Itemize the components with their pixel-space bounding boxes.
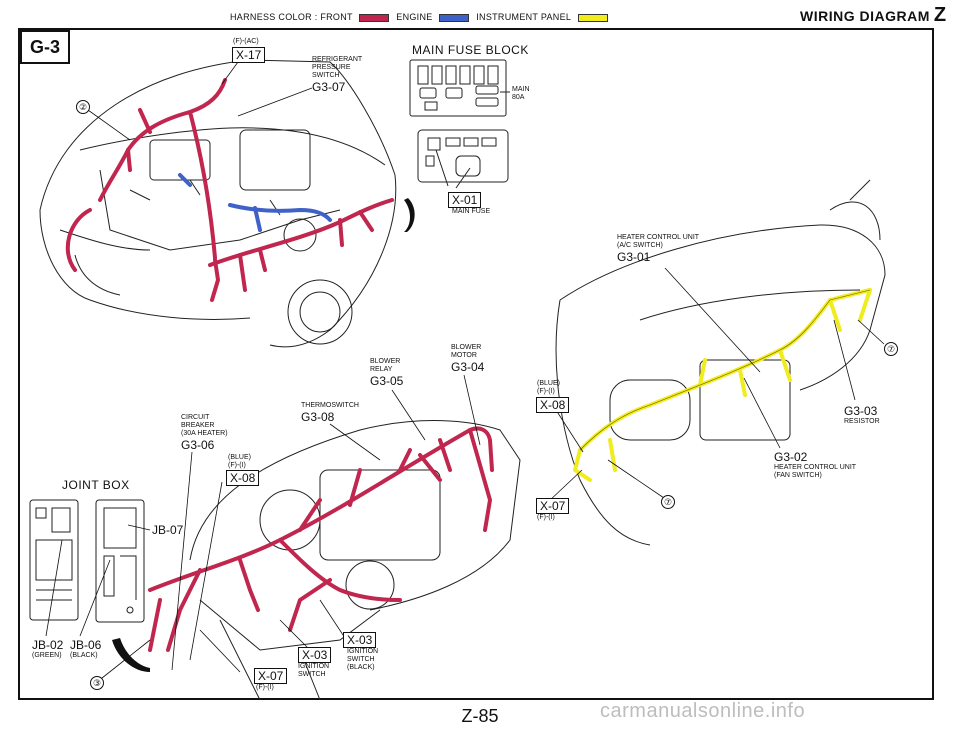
main-fuse-label-2: 80A <box>512 94 525 101</box>
hood-outline <box>39 59 396 211</box>
callout-circle-7: ⑦ <box>884 342 898 356</box>
breaker-label-2: BREAKER <box>181 422 215 429</box>
bottom-x07-note: (F)-(I) <box>256 684 274 691</box>
jb02-color: (GREEN) <box>32 652 62 659</box>
jb06-color: (BLACK) <box>70 652 98 659</box>
hcu-fan-label-1: HEATER CONTROL UNIT <box>774 464 857 471</box>
joint-box-title: JOINT BOX <box>62 478 130 492</box>
resistor-code: G3-03 <box>844 404 878 418</box>
breaker-code: G3-06 <box>181 438 215 452</box>
blower-motor-label-2: MOTOR <box>451 352 477 359</box>
breaker-label-3: (30A HEATER) <box>181 430 228 437</box>
page-number: Z-85 <box>461 706 499 726</box>
callout-circle-3: ③ <box>90 676 104 690</box>
breaker-label-1: CIRCUIT <box>181 414 210 421</box>
refrigerant-code: G3-07 <box>312 80 346 94</box>
x03-connector-a: X-03 <box>298 647 332 663</box>
legend-front-label: HARNESS COLOR : FRONT <box>230 12 353 22</box>
hcu-fan-label-2: (FAN SWITCH) <box>774 472 822 479</box>
x03b-label-3: (BLACK) <box>347 664 375 671</box>
x03a-label-2: SWITCH <box>298 671 326 678</box>
right-x07-connector: X-07 <box>536 498 570 514</box>
x01-connector: X-01 <box>448 192 482 208</box>
legend-engine-label: ENGINE <box>396 12 433 22</box>
hcu-ac-label-1: HEATER CONTROL UNIT <box>617 234 700 241</box>
thermoswitch-code: G3-08 <box>301 410 335 424</box>
center-x08-connector: X-08 <box>226 470 260 486</box>
x03-connector-b: X-03 <box>343 632 377 648</box>
hcu-fan-code: G3-02 <box>774 450 808 464</box>
diagram-frame <box>18 28 934 700</box>
blower-motor-code: G3-04 <box>451 360 485 374</box>
watermark: carmanualsonline.info <box>600 700 806 722</box>
resistor-label: RESISTOR <box>844 418 880 425</box>
jb02-label: JB-02 <box>32 638 64 652</box>
refrigerant-label-2: PRESSURE <box>312 64 351 71</box>
callout-circle-7b: ⑦ <box>661 495 675 509</box>
blower-motor-label-1: BLOWER <box>451 344 482 351</box>
hcu-ac-label-2: (A/C SWITCH) <box>617 242 663 249</box>
legend-instrument-label: INSTRUMENT PANEL <box>476 12 571 22</box>
callout-circle-2: ② <box>76 100 90 114</box>
instrument-harness <box>573 288 872 482</box>
front-harness <box>65 78 494 652</box>
bottom-x07-connector: X-07 <box>254 668 288 684</box>
front-swatch <box>359 13 390 22</box>
jb07-label: JB-07 <box>152 523 184 537</box>
x03a-label-1: IGNITION <box>298 663 330 670</box>
title-letter: Z <box>933 4 947 26</box>
header: HARNESS COLOR : FRONT ENGINE INSTRUMENT … <box>0 4 960 30</box>
instrument-swatch <box>577 13 608 22</box>
x03b-label-2: SWITCH <box>347 656 375 663</box>
thermoswitch-label: THERMOSWITCH <box>301 402 359 409</box>
blower-relay-code: G3-05 <box>370 374 404 388</box>
right-x08-connector: X-08 <box>536 397 570 413</box>
refrigerant-label-1: REFRIGERANT <box>312 56 363 63</box>
engine-harness <box>178 173 332 232</box>
right-blue-note-1: (BLUE) <box>537 380 560 387</box>
blower-relay-label-2: RELAY <box>370 366 393 373</box>
title-text: WIRING DIAGRAM <box>800 8 930 24</box>
main-fuse-label-1: MAIN <box>512 86 530 93</box>
hcu-ac-code: G3-01 <box>617 250 651 264</box>
right-blue-note-2: (F)-(I) <box>537 388 555 395</box>
refrigerant-label-3: SWITCH <box>312 72 340 79</box>
sheet-id: G-3 <box>20 30 70 64</box>
right-x07-note: (F)-(I) <box>537 514 555 521</box>
main-fuse-caption: MAIN FUSE <box>452 208 491 215</box>
x03b-label-1: IGNITION <box>347 648 379 655</box>
center-blue-note-1: (BLUE) <box>228 454 251 461</box>
engine-swatch <box>439 13 470 22</box>
jb06-label: JB-06 <box>70 638 102 652</box>
x17-note: (F)-(AC) <box>233 38 259 45</box>
center-blue-note-2: (F)-(I) <box>228 462 246 469</box>
x17-connector: X-17 <box>232 47 266 63</box>
fuse-block-title: MAIN FUSE BLOCK <box>412 43 529 57</box>
blower-relay-label-1: BLOWER <box>370 358 401 365</box>
harness-color-legend: HARNESS COLOR : FRONT ENGINE INSTRUMENT … <box>230 12 612 22</box>
